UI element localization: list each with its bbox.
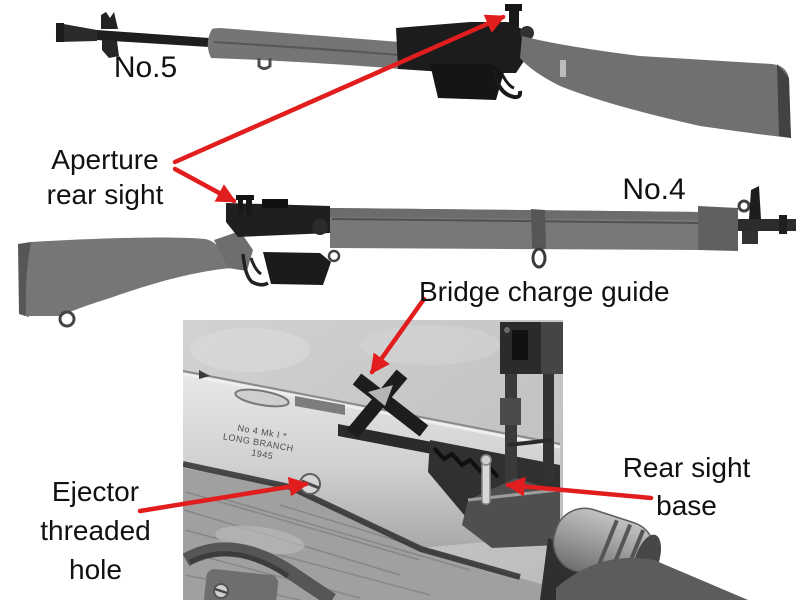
arrow-aperture-to-no5-sight: [172, 14, 506, 165]
no4-charger-bridge: [262, 199, 288, 208]
no4-handguard: [330, 208, 700, 220]
receiver-photo-inset: No 4 Mk I * LONG BRANCH 1945: [183, 320, 748, 600]
arrow-ejector-threaded-hole: [137, 476, 309, 514]
no4-nose-cap: [698, 206, 738, 251]
no4-magazine: [263, 252, 331, 285]
arrow-rear-sight-base: [505, 476, 654, 501]
no5-barrel: [97, 30, 209, 47]
no5-buttplate: [777, 64, 791, 138]
no5-trigger: [500, 73, 515, 90]
no5-rifle-image: [56, 4, 791, 138]
no4-rear-sight-leaf: [246, 196, 252, 215]
no5-flash-hider-ring: [56, 23, 64, 42]
label-ejector-threaded-hole: Ejector threaded hole: [13, 472, 178, 589]
no4-handguard-seam: [331, 218, 699, 224]
no5-magazine: [430, 64, 504, 100]
no4-bayonet-lug: [742, 231, 758, 244]
no4-forward-swivel: [327, 249, 341, 263]
label-aperture-rear-sight: Aperture rear sight: [22, 142, 188, 212]
arrow-aperture-to-no4-sight: [172, 166, 237, 204]
photo-lever-parts: [183, 542, 336, 600]
no5-flash-hider: [56, 23, 97, 42]
no4-rear-sight-crossbar: [236, 195, 254, 200]
label-ejector-line2: threaded: [40, 515, 151, 546]
label-rear-sight-base-line1: Rear sight: [622, 452, 751, 483]
svg-text:1945: 1945: [251, 448, 274, 462]
no5-trigger-guard: [492, 69, 523, 100]
no5-sling-swivel: [560, 60, 566, 77]
label-bridge-charge-guide: Bridge charge guide: [419, 276, 670, 307]
no4-stacking-swivel: [737, 199, 751, 213]
no4-muzzle-ring: [779, 215, 787, 234]
label-rear-sight-base: Rear sight base: [604, 449, 769, 525]
label-aperture-line2: rear sight: [46, 179, 164, 210]
label-aperture-line1: Aperture: [51, 144, 159, 175]
no4-bolt-knob: [312, 219, 328, 235]
photo-rail-slot: [234, 388, 290, 408]
no5-front-sight: [101, 12, 118, 29]
label-no5: No.5: [113, 51, 178, 84]
no4-band-sling-swivel: [531, 247, 547, 269]
no4-trigger-guard: [241, 253, 269, 287]
no4-trigger: [249, 257, 262, 276]
arrow-bridge-charge-guide: [369, 296, 427, 375]
label-no4: No.4: [622, 173, 686, 206]
no5-buttstock: [520, 36, 791, 138]
no5-rear-sight-aperture: [505, 4, 522, 11]
wall-highlight: [360, 325, 500, 365]
wall-highlight: [190, 328, 310, 372]
annotation-arrows: [137, 14, 654, 514]
no4-rifle-image: [18, 186, 796, 328]
label-ejector-line1: Ejector: [51, 476, 140, 507]
no4-rear-sight: [238, 198, 243, 215]
photo-rail-gap-shadow: [183, 461, 521, 580]
label-ejector-line3: hole: [69, 554, 122, 585]
no5-handguard-seam: [213, 41, 401, 56]
no4-butt-sling-swivel: [58, 310, 76, 328]
photo-wood-dark-block: [203, 569, 279, 600]
photo-rail-edge-mark: [199, 370, 210, 379]
no4-barrel-muzzle: [738, 219, 796, 231]
no4-buttstock: [25, 237, 232, 316]
no5-receiver: [396, 22, 530, 73]
no4-front-sight: [749, 186, 761, 219]
no5-sling-loop: [257, 58, 272, 70]
no5-rear-sight: [509, 7, 519, 27]
no5-bayonet-lug: [102, 40, 119, 58]
photo-bridge-charge-guide: [338, 369, 432, 454]
photo-charger-notch: [295, 396, 345, 415]
photo-stock-wrist-wedge: [556, 557, 748, 600]
label-rear-sight-base-line2: base: [656, 490, 717, 521]
no4-middle-band: [531, 209, 546, 249]
